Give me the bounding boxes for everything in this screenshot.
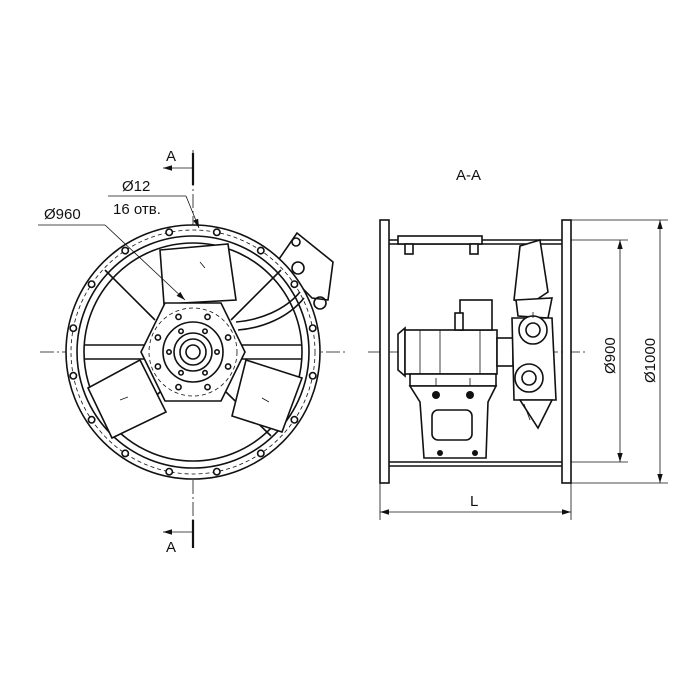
hub-inner-bolt: [178, 369, 185, 376]
front-view: A A: [38, 148, 345, 556]
dim-length: L: [470, 493, 478, 510]
right-flange: [561, 219, 572, 484]
electric-motor: [397, 299, 514, 378]
motor-bracket: [408, 373, 498, 459]
section-view: A-A: [368, 167, 668, 520]
left-flange: [379, 219, 390, 484]
hub-inner-bolt: [214, 348, 221, 355]
front-dimensions: Ø960 Ø12 16 отв.: [38, 178, 200, 301]
hub-inner-bolt: [202, 369, 209, 376]
hub-bolt: [204, 313, 211, 321]
motor-body: [404, 329, 498, 375]
section-mark-bottom: A: [166, 539, 176, 556]
flange-hole: [256, 246, 265, 255]
hub-outer: [162, 321, 224, 383]
blade-left: [86, 358, 168, 440]
section-mark-top: A: [166, 148, 176, 165]
flange-hole: [121, 246, 130, 255]
flange-hole: [121, 449, 130, 458]
flange-hole: [165, 228, 174, 237]
section-dimensions: Ø900 Ø1000 L: [379, 219, 668, 520]
hub-bolt: [175, 313, 182, 321]
impeller-section: [511, 238, 557, 430]
flange-hole: [212, 467, 221, 476]
impeller-blade-bottom: [518, 399, 554, 430]
hub-center: [185, 344, 201, 360]
housing-inner-ring: [83, 242, 303, 462]
flange-hole: [87, 280, 96, 289]
flange-hole: [290, 415, 299, 424]
hub-bolt: [154, 363, 162, 370]
blade-top: [159, 243, 237, 305]
hub-bolt: [204, 383, 211, 391]
flange-hole: [212, 228, 221, 237]
housing-ring: [76, 235, 310, 469]
flange-hole: [87, 415, 96, 424]
flange-hole: [165, 467, 174, 476]
impeller-blade-top: [513, 238, 549, 305]
flange-holes: [69, 228, 317, 476]
hub-inner-bolt: [178, 328, 185, 335]
dim-hole-diameter: Ø12: [122, 178, 150, 195]
terminal-box: [275, 231, 334, 310]
flange-hole: [308, 371, 317, 380]
hub-inner-bolt: [202, 328, 209, 335]
hub-bolt: [224, 334, 232, 341]
flange-hole: [256, 449, 265, 458]
section-title: A-A: [456, 167, 481, 184]
blade-right: [231, 358, 304, 433]
hub-bolt: [224, 363, 232, 370]
top-rail: [397, 235, 483, 245]
flange-hole: [69, 324, 78, 333]
hub-bolt: [175, 383, 182, 391]
hub-inner-bolt: [166, 348, 173, 355]
motor-terminal-box: [459, 299, 493, 331]
motor-cable: [235, 291, 301, 323]
flange-hole: [308, 324, 317, 333]
fan-blades: [86, 243, 304, 440]
dim-hole-count: 16 отв.: [113, 201, 161, 218]
hub-bolt: [154, 334, 162, 341]
dim-inner-diameter: Ø900: [602, 337, 619, 374]
dim-flange-diameter: Ø1000: [642, 338, 659, 383]
dim-outer-diameter: Ø960: [44, 206, 81, 223]
bolt-circle: [70, 229, 316, 475]
hub-mid: [173, 332, 213, 372]
flange-hole: [69, 371, 78, 380]
section-line-a-a: A A: [163, 148, 195, 556]
flange-hole: [290, 280, 299, 289]
hub-bolts: [154, 313, 232, 391]
